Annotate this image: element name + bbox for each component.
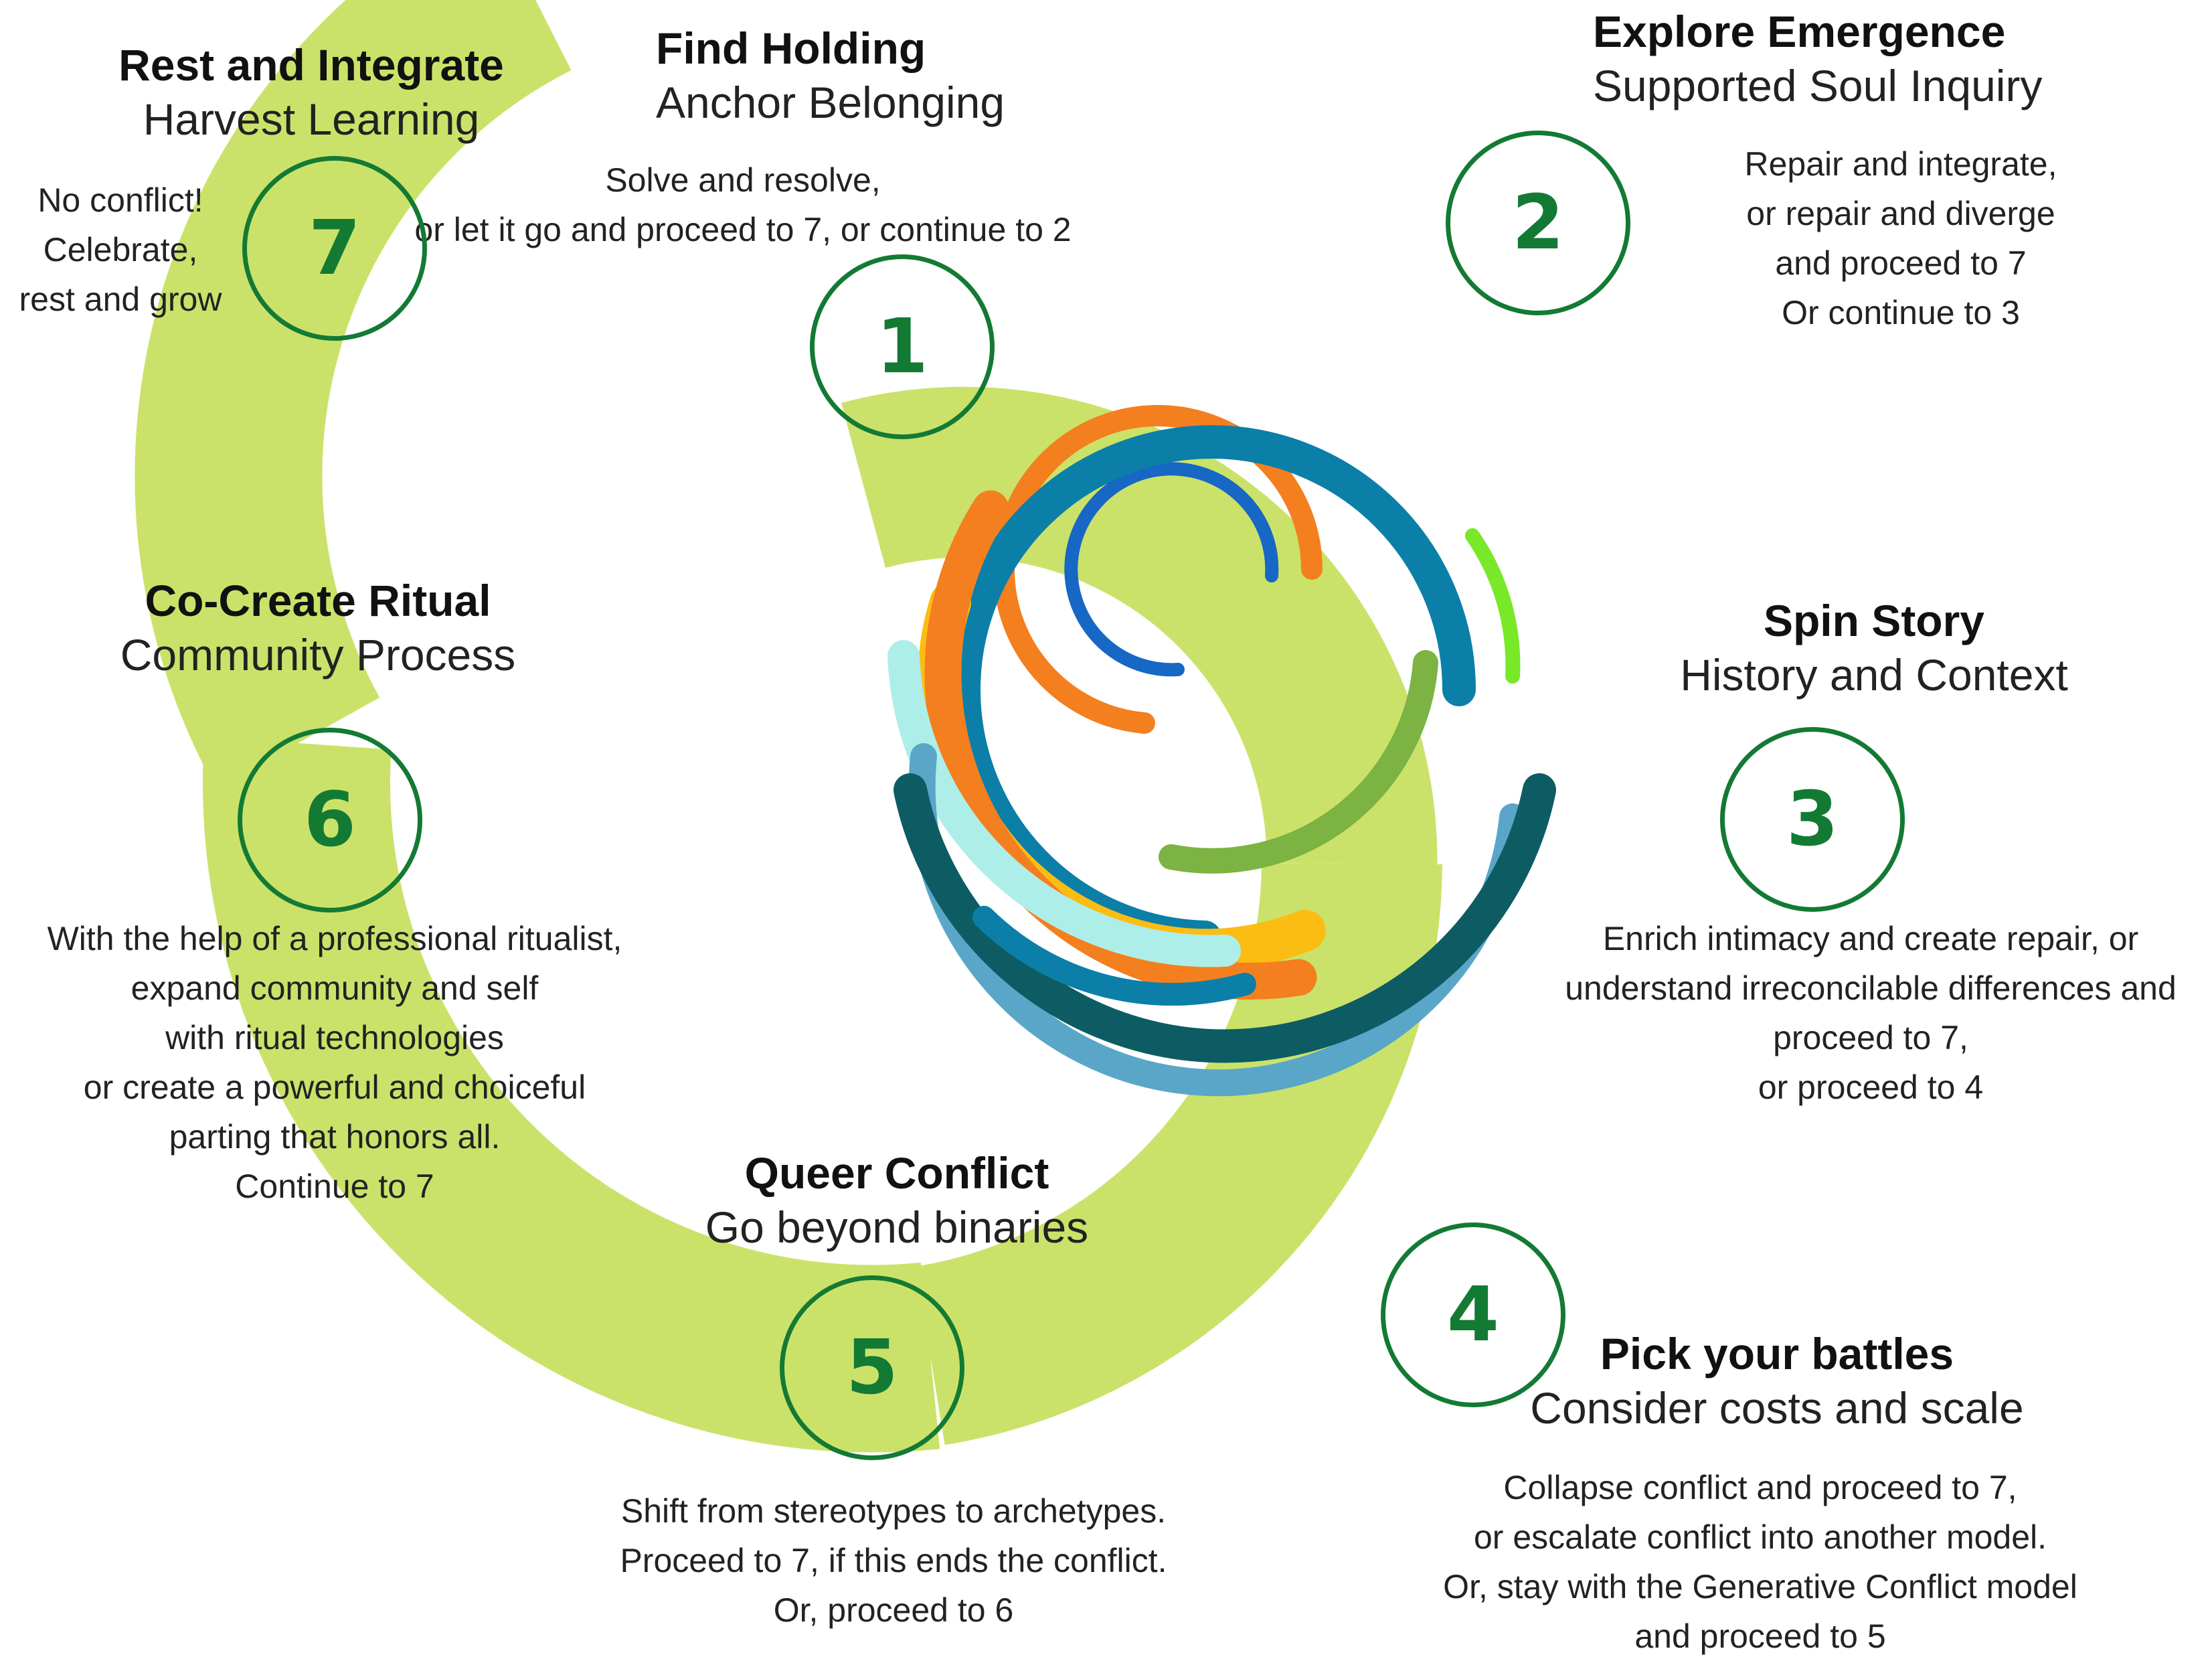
step-4-title: Pick your battles [1600,1329,1954,1378]
step-4-subtitle: Consider costs and scale [1530,1382,2024,1433]
step-4-heading: Pick your battles Consider costs and sca… [1509,1329,2045,1437]
step-4-description-line: and proceed to 5 [1634,1617,1886,1655]
step-3-description: Enrich intimacy and create repair, or un… [1523,914,2212,1112]
step-6-description: With the help of a professional ritualis… [0,914,669,1211]
step-5-subtitle: Go beyond binaries [705,1202,1089,1252]
step-6-description-line: With the help of a professional ritualis… [47,920,622,957]
step-2-title: Explore Emergence [1593,7,2006,56]
step-3-description-line: proceed to 7, [1773,1019,1968,1056]
step-2-description-line: or repair and diverge [1746,195,2055,232]
step-3-badge: 3 [1720,727,1905,912]
step-2-badge: 2 [1446,131,1630,315]
step-7-subtitle: Harvest Learning [143,94,480,144]
step-2-subtitle: Supported Soul Inquiry [1593,60,2043,110]
step-5-title: Queer Conflict [744,1148,1049,1198]
step-6-badge: 6 [238,728,422,913]
step-3-description-line: Enrich intimacy and create repair, or [1602,920,2139,957]
step-7-description: No conflict! Celebrate, rest and grow [0,175,241,324]
step-4-description-line: or escalate conflict into another model. [1473,1518,2047,1556]
step-4-description-line: Collapse conflict and proceed to 7, [1503,1469,2017,1506]
step-3-description-line: or proceed to 4 [1758,1069,1984,1106]
step-5-heading: Queer Conflict Go beyond binaries [663,1148,1131,1257]
step-3-subtitle: History and Context [1680,649,2068,700]
step-7-heading: Rest and Integrate Harvest Learning [77,40,545,149]
step-5-description-line: Shift from stereotypes to archetypes. [620,1492,1167,1530]
step-1-badge: 1 [810,254,995,439]
step-5-badge: 5 [780,1275,964,1460]
spiral-band [135,0,1442,1453]
step-2-description: Repair and integrate, or repair and dive… [1667,139,2135,337]
step-5-description: Shift from stereotypes to archetypes. Pr… [572,1486,1215,1635]
step-3-description-line: understand irreconcilable differences an… [1565,969,2177,1007]
step-3-heading: Spin Story History and Context [1640,596,2108,704]
step-5-description-line: Or, proceed to 6 [773,1591,1014,1629]
step-3-title: Spin Story [1763,596,1985,645]
step-6-description-line: with ritual technologies [165,1019,504,1056]
step-6-description-line: or create a powerful and choiceful [83,1069,586,1106]
step-7-description-line: Celebrate, [43,231,198,268]
step-2-description-line: Repair and integrate, [1744,145,2057,183]
step-2-heading: Explore Emergence Supported Soul Inquiry [1593,7,2043,115]
step-1-title: Find Holding [656,23,926,73]
step-6-subtitle: Community Process [120,629,516,680]
step-2-description-line: Or continue to 3 [1782,294,2020,331]
step-6-heading: Co-Create Ritual Community Process [84,576,552,684]
step-7-badge: 7 [242,156,427,341]
step-4-badge: 4 [1381,1222,1565,1407]
step-1-description-line: or let it go and proceed to 7, or contin… [414,211,1072,248]
step-6-title: Co-Create Ritual [145,576,491,625]
step-7-description-line: No conflict! [37,181,203,219]
step-6-description-line: expand community and self [131,969,539,1007]
swirl-logo [887,404,1556,1097]
step-1-description-line: Solve and resolve, [605,161,881,199]
step-7-title: Rest and Integrate [118,40,504,90]
step-7-description-line: rest and grow [19,281,222,318]
step-4-description: Collapse conflict and proceed to 7, or e… [1392,1463,2128,1661]
step-2-description-line: and proceed to 7 [1775,244,2027,282]
step-1-subtitle: Anchor Belonging [656,77,1005,127]
step-5-description-line: Proceed to 7, if this ends the conflict. [620,1542,1167,1579]
step-6-description-line: parting that honors all. [169,1118,501,1156]
step-6-description-line: Continue to 7 [235,1168,434,1205]
step-1-heading: Find Holding Anchor Belonging [656,23,1005,132]
step-1-description: Solve and resolve, or let it go and proc… [308,155,1178,254]
step-4-description-line: Or, stay with the Generative Conflict mo… [1443,1568,2077,1605]
